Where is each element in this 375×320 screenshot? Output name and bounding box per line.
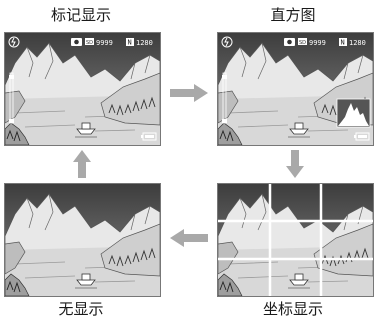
- screen-grid-display: [217, 183, 374, 297]
- quality-badge: N: [341, 39, 345, 47]
- zoom-bar: [9, 72, 14, 124]
- screen-mark-display: SD 9999 N 1280: [4, 32, 161, 146]
- screen-no-display: [4, 183, 161, 297]
- flash-off-icon: [221, 36, 233, 48]
- remaining-count: 9999: [96, 39, 113, 47]
- grid-lines: [218, 184, 373, 296]
- arrow-left-icon: [170, 229, 208, 247]
- memory-card-icon: SD: [298, 38, 307, 46]
- arrow-up-icon: [73, 150, 91, 178]
- camera-mode-icon: [71, 38, 82, 46]
- label-grid-display: 坐标显示: [262, 300, 323, 318]
- arrow-down-icon: [286, 150, 304, 178]
- arrow-right-icon: [170, 84, 208, 102]
- label-mark-display: 标记显示: [50, 6, 111, 24]
- remaining-count: 9999: [309, 39, 326, 47]
- svg-text:SD: SD: [86, 40, 93, 46]
- label-no-display: 无显示: [58, 300, 104, 318]
- image-size: 1280: [136, 39, 153, 47]
- quality-badge: N: [128, 39, 132, 47]
- image-size: 1280: [349, 39, 366, 47]
- battery-icon: [141, 132, 157, 141]
- camera-mode-icon: [284, 38, 295, 46]
- histogram: [336, 98, 371, 128]
- screen-histogram: SD 9999 N 1280: [217, 32, 374, 146]
- label-histogram: 直方图: [270, 6, 316, 24]
- svg-text:SD: SD: [299, 40, 306, 46]
- flash-off-icon: [8, 36, 20, 48]
- memory-card-icon: SD: [85, 38, 94, 46]
- battery-icon: [354, 132, 370, 141]
- zoom-bar: [222, 72, 227, 124]
